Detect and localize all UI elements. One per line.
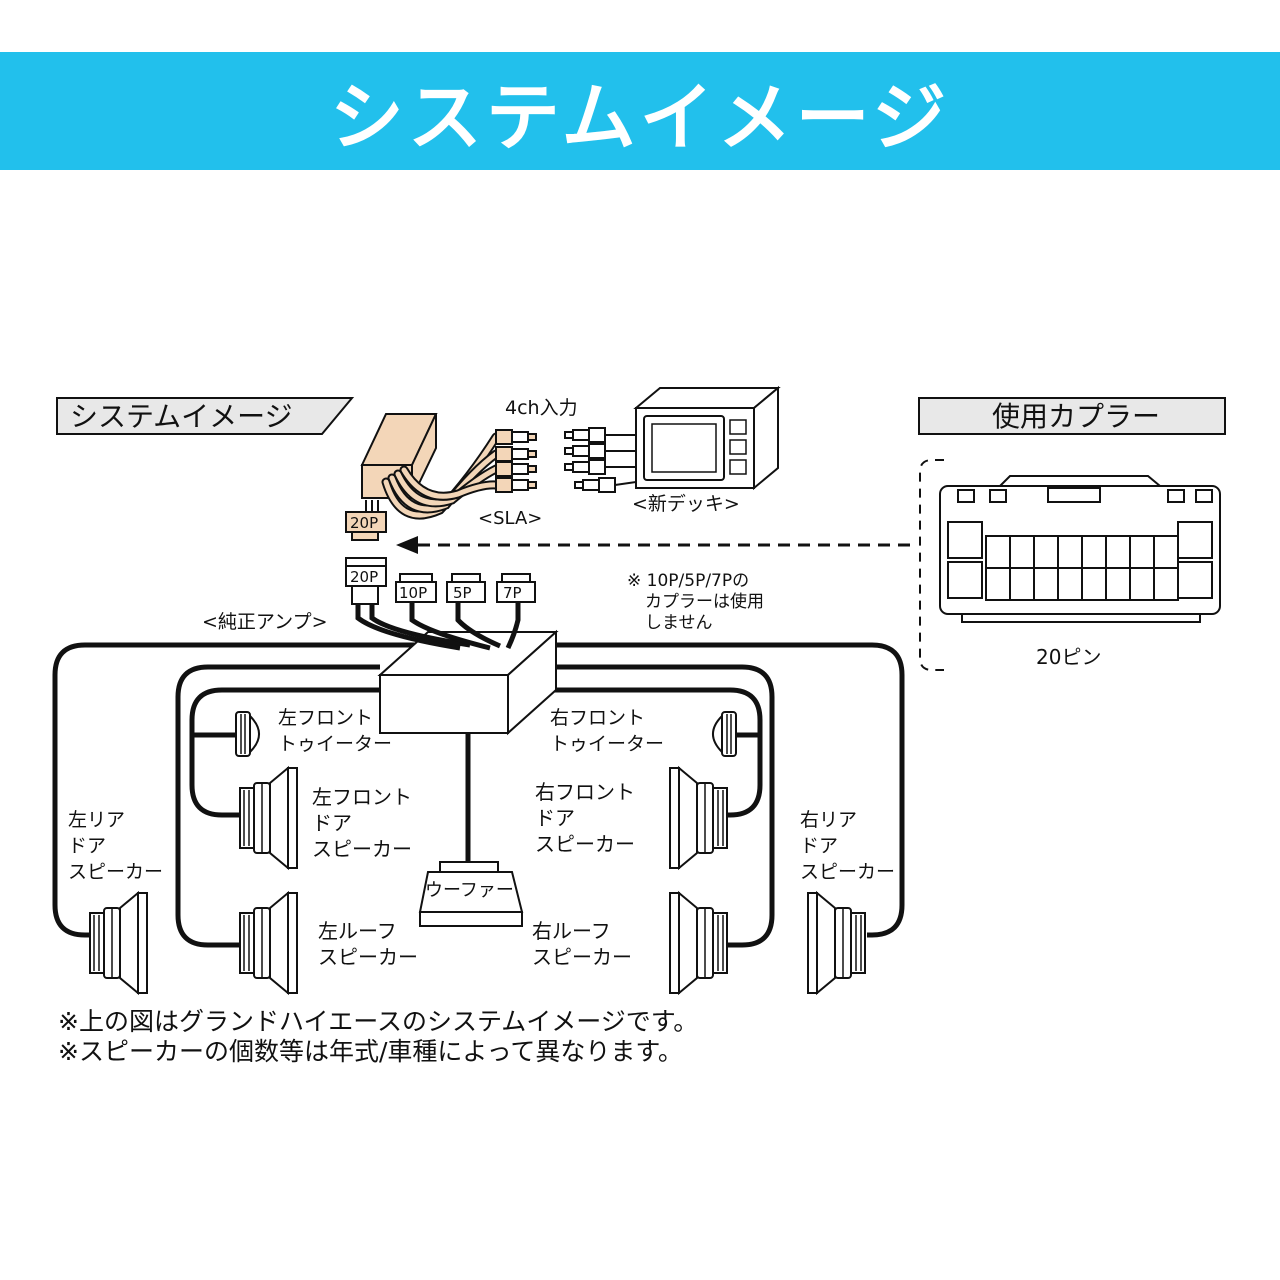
section-label-system-image: システムイメージ (56, 397, 355, 435)
rca-plugs-deck (564, 427, 651, 493)
note-unused-2: カプラーは使用 (645, 591, 764, 612)
connector-7p-label: 7P (503, 584, 522, 602)
new-deck-label: <新デッキ> (632, 493, 740, 515)
connector-20p-bottom-label: 20P (350, 568, 378, 586)
footnote-1: ※上の図はグランドハイエースのシステムイメージです。 (58, 1007, 698, 1036)
right-front-door-speaker (669, 767, 728, 869)
rca-plugs-sla (495, 429, 537, 493)
connector-10p-label: 10P (399, 584, 427, 602)
connector-20p-bottom: 20P (345, 557, 387, 605)
section-label-system-image-text: システムイメージ (70, 400, 293, 433)
right-front-tweeter (712, 711, 737, 757)
woofer-label: ウーファー (425, 880, 514, 901)
diagram-labels: 4ch入力 <SLA> <新デッキ> <純正アンプ> ※ 10P/5P/7Pの … (58, 397, 1101, 1066)
new-deck (633, 385, 781, 491)
connector-5p-label: 5P (453, 584, 472, 602)
lf-door-label-3: スピーカー (312, 837, 412, 861)
connector-5p: 5P (446, 573, 486, 603)
page-title: システムイメージ (329, 74, 951, 161)
rf-door-label-3: スピーカー (535, 832, 635, 856)
amp-harness (355, 603, 521, 651)
lf-door-label-1: 左フロント (312, 785, 412, 809)
rr-door-label-2: ドア (800, 835, 838, 857)
left-front-door-speaker (239, 767, 298, 869)
r-roof-label-1: 右ルーフ (532, 919, 611, 943)
r-roof-label-2: スピーカー (532, 945, 632, 969)
l-roof-label-1: 左ルーフ (318, 919, 397, 943)
sla-label: <SLA> (478, 508, 542, 529)
section-label-coupler: 使用カプラー (918, 397, 1226, 435)
sla-cables (381, 432, 501, 520)
sla-unit: 20P (345, 413, 438, 541)
lf-tweeter-label-2: トゥイーター (278, 733, 392, 755)
rf-tweeter-label-2: トゥイーター (550, 733, 664, 755)
speaker-wiring (52, 642, 905, 948)
pin-count-label: 20ピン (1036, 645, 1101, 669)
header-banner: システムイメージ (0, 52, 1280, 170)
footnote-2: ※スピーカーの個数等は年式/車種によって異なります。 (58, 1037, 683, 1066)
note-unused-1: ※ 10P/5P/7Pの (627, 571, 749, 591)
lr-door-label-1: 左リア (68, 809, 125, 831)
left-rear-door-speaker (89, 892, 148, 994)
lf-tweeter-label-1: 左フロント (278, 707, 373, 729)
connector-10p: 10P (395, 573, 437, 603)
connector-20p-top-label: 20P (350, 514, 378, 532)
rr-door-label-3: スピーカー (800, 861, 895, 883)
woofer (418, 861, 524, 927)
coupler-20pin-drawing (939, 475, 1221, 623)
left-front-tweeter (235, 711, 260, 757)
coupler-leader (396, 459, 944, 671)
l-roof-label-2: スピーカー (318, 945, 418, 969)
rf-door-label-2: ドア (535, 806, 575, 830)
input-4ch-label: 4ch入力 (505, 397, 578, 419)
lf-door-label-2: ドア (312, 811, 352, 835)
right-roof-speaker (669, 892, 728, 994)
rf-tweeter-label-1: 右フロント (550, 707, 645, 729)
left-roof-speaker (239, 892, 298, 994)
connector-7p: 7P (496, 573, 536, 603)
rf-door-label-1: 右フロント (535, 780, 635, 804)
lr-door-label-2: ドア (68, 835, 106, 857)
lr-door-label-3: スピーカー (68, 861, 163, 883)
section-label-coupler-text: 使用カプラー (992, 400, 1160, 433)
right-rear-door-speaker (807, 892, 866, 994)
note-unused-3: しません (645, 613, 713, 633)
oem-amp-label: <純正アンプ> (202, 611, 328, 633)
rr-door-label-1: 右リア (800, 809, 857, 831)
